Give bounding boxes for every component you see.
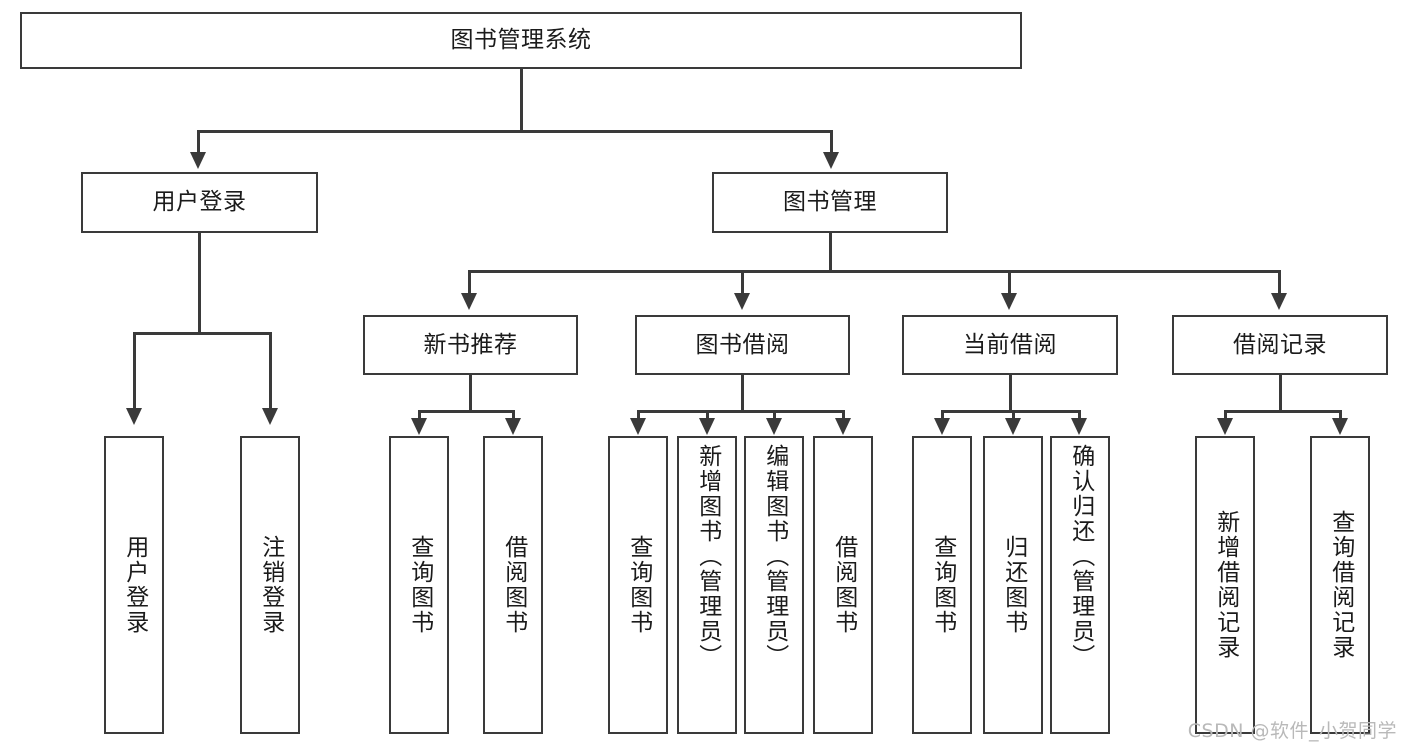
arrowhead-new-book-0 (411, 418, 427, 435)
node-borrow-record-label: 借阅记录 (1233, 331, 1327, 358)
arrowhead-book-borrow-1 (699, 418, 715, 435)
leaf-new-book-query-book[interactable]: 查询图书 (389, 436, 449, 734)
node-book-management-label: 图书管理 (783, 189, 877, 216)
leaf-user-login-login-label: 用户登录 (121, 535, 148, 635)
leaf-user-login-logout-label: 注销登录 (257, 535, 284, 635)
connector-borrow-record-drop-1 (1339, 410, 1342, 422)
connector-user-login-drop-0 (133, 332, 136, 412)
node-current-borrow[interactable]: 当前借阅 (902, 315, 1118, 375)
leaf-current-borrow-return-book[interactable]: 归还图书 (983, 436, 1043, 734)
arrowhead-level1-1 (823, 152, 839, 169)
connector-current-borrow-bus (941, 410, 1080, 413)
connector-level2-drop-2 (1008, 270, 1011, 297)
connector-book-management-stem (829, 233, 832, 272)
connector-new-book-drop-1 (512, 410, 515, 422)
connector-current-borrow-drop-1 (1012, 410, 1015, 422)
connector-level1-drop-1 (830, 130, 833, 158)
connector-book-borrow-stem (741, 375, 744, 412)
connector-book-borrow-bus (637, 410, 844, 413)
arrowhead-borrow-record-0 (1217, 418, 1233, 435)
leaf-book-borrow-edit-book[interactable]: 编辑图书（管理员） (744, 436, 804, 734)
node-new-book-recommend[interactable]: 新书推荐 (363, 315, 578, 375)
leaf-book-borrow-borrow-book-label: 借阅图书 (830, 535, 857, 635)
connector-new-book-stem (469, 375, 472, 412)
connector-current-borrow-drop-2 (1078, 410, 1081, 422)
connector-book-borrow-drop-3 (842, 410, 845, 422)
connector-new-book-bus (418, 410, 514, 413)
leaf-borrow-record-query-record-label: 查询借阅记录 (1327, 510, 1354, 660)
node-root-system[interactable]: 图书管理系统 (20, 12, 1022, 69)
connector-root-stem (520, 69, 523, 132)
leaf-current-borrow-confirm-return[interactable]: 确认归还（管理员） (1050, 436, 1110, 734)
leaf-borrow-record-add-record-label: 新增借阅记录 (1212, 510, 1239, 660)
connector-current-borrow-stem (1009, 375, 1012, 412)
node-book-borrow[interactable]: 图书借阅 (635, 315, 850, 375)
arrowhead-book-borrow-0 (630, 418, 646, 435)
node-book-borrow-label: 图书借阅 (695, 331, 790, 358)
node-book-management[interactable]: 图书管理 (712, 172, 948, 233)
leaf-user-login-logout[interactable]: 注销登录 (240, 436, 300, 734)
connector-level1-bus (197, 130, 833, 133)
arrowhead-level2-2 (1001, 293, 1017, 310)
arrowhead-user-login-0 (126, 408, 142, 425)
leaf-new-book-borrow-book[interactable]: 借阅图书 (483, 436, 543, 734)
arrowhead-borrow-record-1 (1332, 418, 1348, 435)
leaf-user-login-login[interactable]: 用户登录 (104, 436, 164, 734)
connector-level2-drop-3 (1278, 270, 1281, 297)
arrowhead-current-borrow-1 (1005, 418, 1021, 435)
connector-borrow-record-bus (1224, 410, 1341, 413)
leaf-borrow-record-add-record[interactable]: 新增借阅记录 (1195, 436, 1255, 734)
leaf-book-borrow-query-book-label: 查询图书 (625, 535, 652, 635)
arrowhead-book-borrow-2 (766, 418, 782, 435)
arrowhead-level2-1 (734, 293, 750, 310)
leaf-new-book-borrow-book-label: 借阅图书 (500, 535, 527, 635)
arrowhead-level1-0 (190, 152, 206, 169)
connector-user-login-bus (133, 332, 271, 335)
connector-level1-drop-0 (197, 130, 200, 158)
connector-book-borrow-drop-2 (773, 410, 776, 422)
csdn-watermark: CSDN @软件_小贺同学 (1187, 720, 1397, 742)
arrowhead-current-borrow-2 (1071, 418, 1087, 435)
leaf-book-borrow-edit-book-label: 编辑图书（管理员） (761, 444, 788, 669)
leaf-current-borrow-query-book-label: 查询图书 (929, 535, 956, 635)
leaf-book-borrow-query-book[interactable]: 查询图书 (608, 436, 668, 734)
connector-user-login-stem (198, 233, 201, 334)
arrowhead-user-login-1 (262, 408, 278, 425)
leaf-book-borrow-add-book[interactable]: 新增图书（管理员） (677, 436, 737, 734)
connector-level2-drop-1 (741, 270, 744, 297)
connector-book-borrow-drop-0 (637, 410, 640, 422)
leaf-current-borrow-confirm-return-label: 确认归还（管理员） (1067, 444, 1094, 669)
connector-borrow-record-stem (1279, 375, 1282, 412)
arrowhead-new-book-1 (505, 418, 521, 435)
connector-borrow-record-drop-0 (1224, 410, 1227, 422)
connector-book-borrow-drop-1 (706, 410, 709, 422)
arrowhead-level2-3 (1271, 293, 1287, 310)
connector-level2-drop-0 (468, 270, 471, 297)
connector-level2-bus (468, 270, 1280, 273)
connector-current-borrow-drop-0 (941, 410, 944, 422)
leaf-borrow-record-query-record[interactable]: 查询借阅记录 (1310, 436, 1370, 734)
node-user-login-label: 用户登录 (152, 189, 247, 216)
node-borrow-record[interactable]: 借阅记录 (1172, 315, 1388, 375)
node-new-book-recommend-label: 新书推荐 (423, 331, 518, 358)
leaf-current-borrow-query-book[interactable]: 查询图书 (912, 436, 972, 734)
leaf-book-borrow-borrow-book[interactable]: 借阅图书 (813, 436, 873, 734)
arrowhead-level2-0 (461, 293, 477, 310)
node-root-system-label: 图书管理系统 (450, 27, 592, 54)
node-user-login[interactable]: 用户登录 (81, 172, 318, 233)
connector-user-login-drop-1 (269, 332, 272, 412)
leaf-book-borrow-add-book-label: 新增图书（管理员） (694, 444, 721, 669)
connector-new-book-drop-0 (418, 410, 421, 422)
node-current-borrow-label: 当前借阅 (963, 331, 1057, 358)
arrowhead-current-borrow-0 (934, 418, 950, 435)
leaf-current-borrow-return-book-label: 归还图书 (1000, 535, 1027, 635)
leaf-new-book-query-book-label: 查询图书 (406, 535, 433, 635)
arrowhead-book-borrow-3 (835, 418, 851, 435)
